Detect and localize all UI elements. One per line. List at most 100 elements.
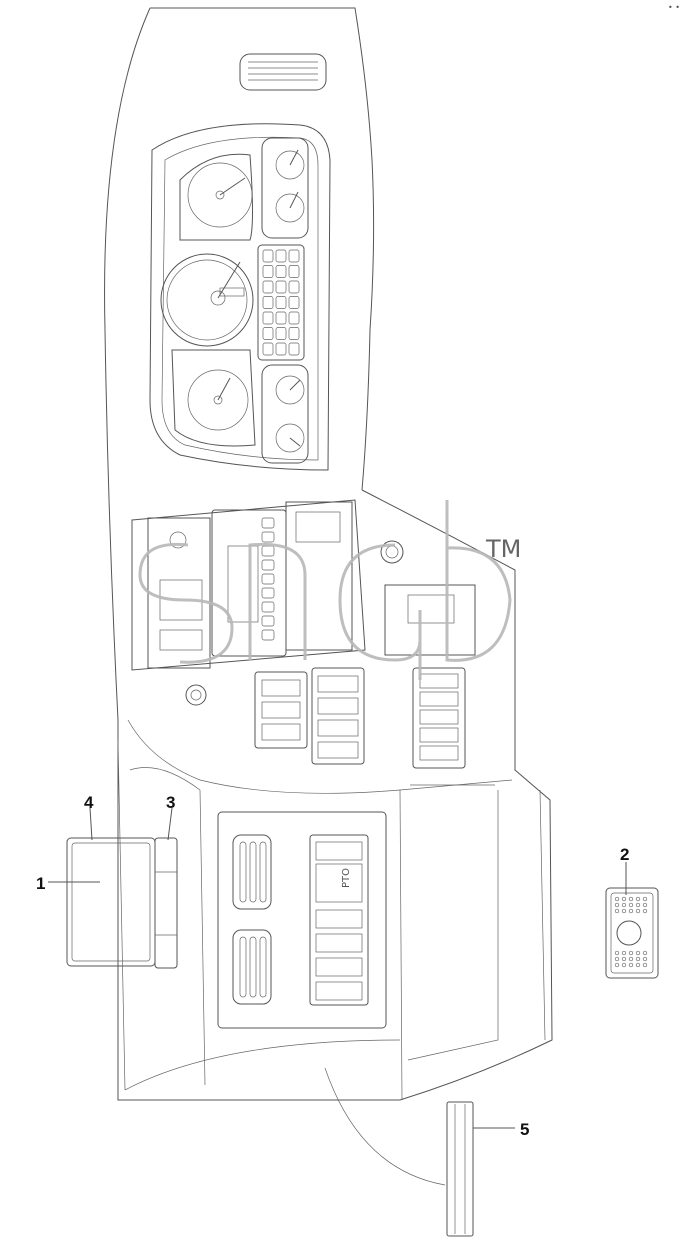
trademark-mark: TM — [485, 535, 521, 563]
warning-lamp — [262, 280, 274, 294]
lower-vent-upper — [232, 834, 272, 910]
speaker-hole — [642, 956, 648, 962]
pto-label: PTO — [341, 868, 352, 888]
warning-lamp-panel — [257, 244, 305, 361]
speaker-hole — [642, 902, 648, 908]
switch-panel-right — [311, 667, 365, 765]
callout-3: 3 — [166, 793, 175, 841]
warning-lamp — [262, 311, 274, 325]
air-pressure-gauge — [171, 349, 256, 447]
speaker-hole — [614, 908, 620, 914]
tachograph-unit — [147, 517, 211, 669]
callout-label-3: 3 — [166, 793, 175, 812]
callout-4: 4 — [84, 793, 94, 841]
warning-lamp — [275, 327, 287, 340]
speaker-hole — [614, 896, 620, 902]
speaker-hole — [642, 908, 648, 914]
warning-lamp — [288, 296, 300, 309]
warning-lamp — [288, 342, 300, 356]
warning-lamp — [275, 265, 287, 278]
radio-button — [261, 615, 275, 627]
part-2-speaker — [605, 887, 659, 979]
speedometer-gauge — [160, 253, 254, 347]
speaker-hole — [635, 962, 641, 968]
gear-lever-base — [384, 584, 476, 656]
radio-button — [261, 573, 275, 585]
callout-label-4: 4 — [84, 793, 94, 812]
storage-tray — [285, 501, 353, 651]
speaker-hole — [628, 962, 634, 968]
top-vent — [239, 53, 327, 91]
oil-voltage-gauges — [261, 364, 309, 464]
speaker-hole — [621, 962, 627, 968]
warning-lamp — [275, 311, 287, 325]
fuel-temp-gauges — [261, 137, 309, 239]
warning-lamp — [288, 280, 300, 294]
speaker-hole — [621, 908, 627, 914]
lighter-core — [385, 545, 399, 559]
warning-lamp — [275, 342, 287, 356]
radio-button — [261, 629, 275, 641]
part-1-monitor — [66, 837, 178, 969]
speaker-hole — [635, 950, 641, 956]
speaker-hole — [642, 896, 648, 902]
speaker-hole — [621, 902, 627, 908]
warning-lamp — [275, 280, 287, 294]
ignition-core — [190, 689, 202, 701]
callout-2: 2 — [620, 845, 629, 895]
speaker-hole — [614, 956, 620, 962]
warning-lamp — [275, 296, 287, 309]
callout-label-5: 5 — [520, 1120, 529, 1139]
lower-panel: PTO — [217, 811, 446, 1186]
radio-button — [261, 531, 275, 543]
radio-button — [261, 559, 275, 571]
speaker-hole — [635, 956, 641, 962]
watermark-logo: TM — [138, 500, 521, 680]
cable-to-part-5 — [324, 1067, 446, 1186]
warning-lamp — [262, 342, 274, 356]
ignition-switch — [185, 684, 207, 706]
gear-lever-boot — [407, 594, 455, 624]
speaker-hole — [635, 902, 641, 908]
warning-lamp — [288, 249, 300, 263]
storage-lid — [295, 511, 341, 543]
lower-vent-lower — [232, 929, 272, 1005]
warning-lamp — [262, 296, 274, 309]
dashboard-outline — [104, 7, 553, 1101]
callout-5: 5 — [473, 1120, 529, 1139]
speaker-hole — [628, 902, 634, 908]
speaker-hole — [642, 962, 648, 968]
part-5-strip — [446, 1101, 474, 1237]
warning-lamp — [275, 249, 287, 263]
tachometer-gauge — [179, 153, 253, 241]
speaker-hole — [614, 902, 620, 908]
speaker-hole — [635, 908, 641, 914]
radio-button — [261, 517, 275, 529]
speaker-hole — [628, 896, 634, 902]
switch-panel-left — [254, 671, 308, 749]
warning-lamp — [262, 249, 274, 263]
callout-label-1: 1 — [36, 874, 45, 893]
warning-lamp — [262, 265, 274, 278]
speaker-hole — [614, 962, 620, 968]
switch-column — [412, 667, 466, 769]
speaker-hole — [628, 908, 634, 914]
callout-1: 1 — [36, 874, 100, 893]
instrument-cluster — [149, 123, 331, 471]
radio-button — [261, 601, 275, 613]
pto-switch-panel: PTO — [309, 834, 369, 1006]
speaker-hole — [635, 896, 641, 902]
center-console — [131, 499, 476, 769]
radio-button — [261, 587, 275, 599]
radio-button — [261, 545, 275, 557]
speaker-hole — [621, 896, 627, 902]
speaker-hole — [621, 956, 627, 962]
warning-lamp — [262, 327, 274, 340]
speaker-hole — [614, 950, 620, 956]
speaker-hole — [628, 956, 634, 962]
warning-lamp — [288, 327, 300, 340]
cigarette-lighter — [380, 540, 404, 564]
warning-lamp — [288, 311, 300, 325]
warning-lamp — [288, 265, 300, 278]
